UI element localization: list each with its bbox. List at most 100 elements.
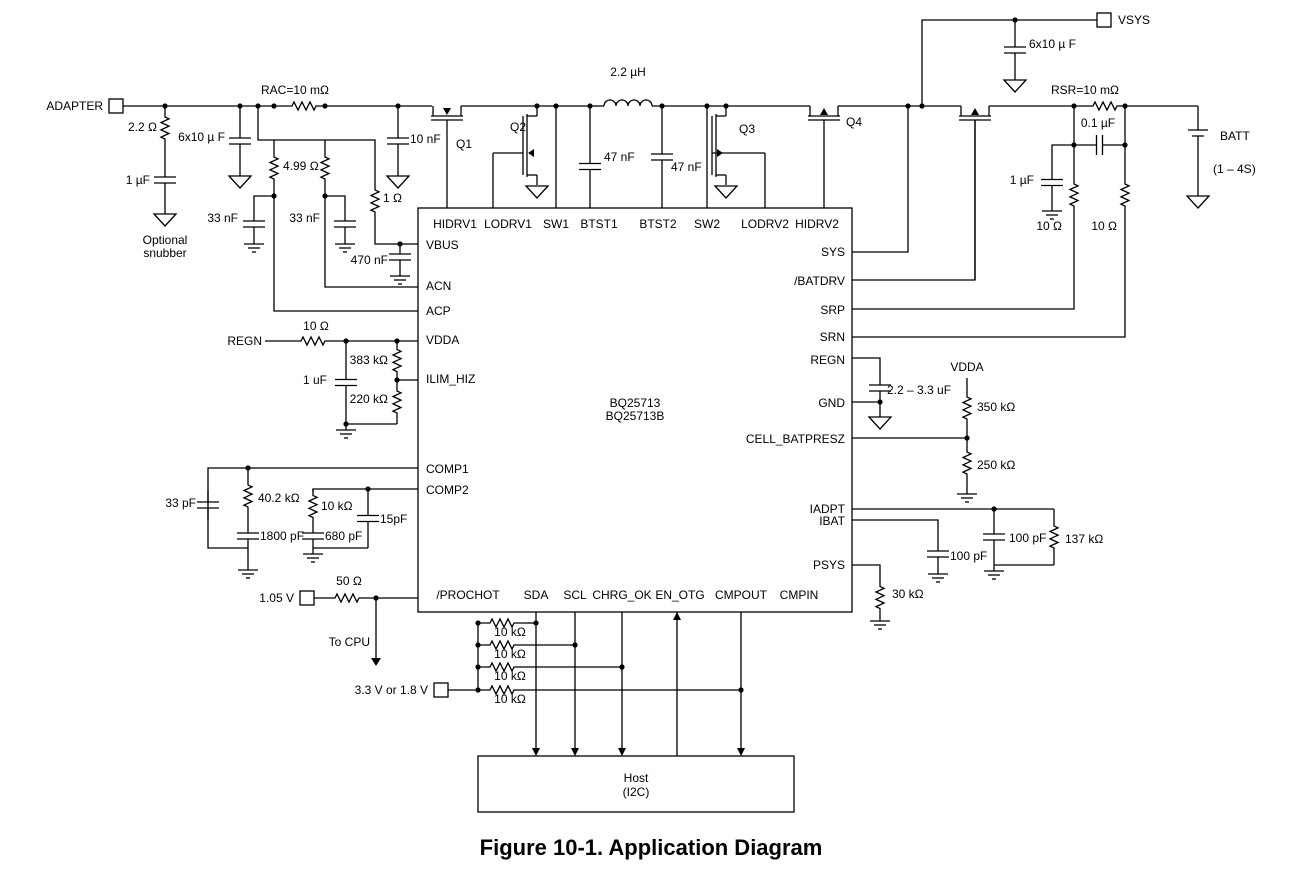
srn-resistor (1119, 145, 1131, 245)
q2-mosfet-arrow (528, 149, 534, 157)
io-rail-port (433, 682, 449, 698)
pull-up-label-4: 10 kΩ (494, 692, 526, 706)
signal-arrow (571, 748, 579, 756)
r10b-label: 10 Ω (1091, 219, 1117, 233)
acp-filter-resistor (268, 140, 280, 196)
ground-symbol (385, 175, 411, 189)
pin-batdrv: /BATDRV (794, 274, 845, 288)
c100b-label: 100 pF (950, 549, 987, 563)
pin-ibat: IBAT (819, 514, 845, 528)
ic-part-number: BQ25713 (610, 396, 661, 410)
q3-mosfet-arrow (717, 149, 723, 157)
ilim-resistor-top (391, 341, 403, 380)
batt-label: BATT (1220, 129, 1250, 143)
ground-symbol (957, 488, 977, 503)
c10n-label: 10 nF (410, 132, 441, 146)
iadpt-capacitor (983, 509, 1005, 565)
input-capacitors (229, 106, 251, 176)
pin-sw2: SW2 (694, 217, 720, 231)
c33a-capacitor (243, 210, 265, 238)
cell-resistor-bottom (961, 438, 973, 488)
pin-vdda: VDDA (426, 333, 459, 347)
charger-ic (417, 207, 853, 613)
pin-cmpout: CMPOUT (715, 588, 768, 602)
battery-symbol (1188, 106, 1208, 196)
r402-label: 40.2 kΩ (258, 491, 300, 505)
c10n-capacitor (387, 106, 409, 176)
to-cpu-arrow (371, 658, 381, 666)
pin-cellbatpresz: CELL_BATPRESZ (746, 432, 845, 446)
q1-mosfet (431, 106, 463, 208)
comp-capacitor-1800p (237, 524, 259, 548)
figure-caption: Figure 10-1. Application Diagram (480, 835, 823, 860)
batdrv-wire (852, 120, 976, 281)
c33a-wire (253, 195, 274, 210)
ground-symbol (1042, 205, 1062, 220)
c33b-label: 33 nF (289, 211, 320, 225)
r383-label: 383 kΩ (350, 353, 388, 367)
input-caps-label: 6x10 µ F (178, 130, 225, 144)
gnd-wire (852, 401, 881, 417)
wiring (123, 17, 1198, 756)
comp-resistor-40k (242, 468, 254, 524)
junction-dot (587, 103, 593, 109)
to-cpu-label: To CPU (329, 635, 370, 649)
c33p-label: 33 pF (165, 496, 196, 510)
snubber-note-2: snubber (143, 246, 186, 260)
pull-up-resistor (478, 684, 526, 696)
pin-sys: SYS (821, 245, 845, 259)
cbt2-label: 47 nF (671, 160, 702, 174)
rsr-resistor (1085, 100, 1125, 112)
psys-wire (852, 564, 881, 580)
pull-up-label-1: 10 kΩ (494, 625, 526, 639)
snubber-resistor (159, 106, 171, 150)
cell-resistor-top (961, 378, 973, 438)
comp2-resistor (307, 489, 319, 524)
c100a-label: 100 pF (1009, 531, 1046, 545)
acn-filter-resistor (319, 140, 331, 196)
pull-up-label-2: 10 kΩ (494, 647, 526, 661)
pin-comp2: COMP2 (426, 483, 469, 497)
ibat-wire (852, 519, 939, 540)
r10k-label: 10 kΩ (321, 499, 353, 513)
pin-scl: SCL (563, 588, 587, 602)
srp-srn-capacitor (1074, 135, 1125, 155)
q3-label: Q3 (739, 122, 755, 136)
prochot-resistor (333, 592, 361, 604)
vbus-resistor (369, 180, 381, 222)
sys-wire (852, 106, 909, 253)
pull-up-resistor (478, 617, 526, 629)
pin-btst2: BTST2 (639, 217, 677, 231)
pin-sw1: SW1 (543, 217, 569, 231)
ground-symbol (227, 175, 253, 189)
components (108, 12, 1211, 813)
pin-iadpt: IADPT (810, 502, 846, 516)
c1uf-label: 1 uF (303, 373, 327, 387)
ground-symbol (984, 565, 1004, 580)
pin-comp1: COMP1 (426, 462, 469, 476)
q2-mosfet (493, 106, 538, 185)
signal-arrow (737, 748, 745, 756)
batfet (959, 106, 991, 280)
srp-resistor (1068, 145, 1080, 245)
pin-chrgok: CHRG_OK (592, 588, 651, 602)
ilim-resistor-bottom (391, 380, 403, 424)
c470-label: 470 nF (351, 253, 388, 267)
q4-mosfet-arrow (820, 108, 828, 115)
r250-label: 250 kΩ (977, 458, 1015, 472)
rac-resistor (283, 100, 325, 112)
vbus-capacitor (389, 244, 411, 270)
q4-label: Q4 (846, 115, 862, 129)
srp-capacitor (1041, 160, 1063, 205)
pull-up-resistor (478, 639, 526, 651)
vbus-wire (374, 222, 418, 245)
rac-label: RAC=10 mΩ (261, 83, 329, 97)
ground-symbol (524, 185, 550, 199)
srn-wire (852, 245, 1126, 338)
csys-label: 6x10 µ F (1029, 37, 1076, 51)
vsys-label: VSYS (1118, 13, 1150, 27)
ground-symbol (867, 416, 893, 430)
pin-hidrv1: HIDRV1 (433, 217, 477, 231)
r30-label: 30 kΩ (892, 587, 924, 601)
v105-label: 1.05 V (259, 591, 294, 605)
